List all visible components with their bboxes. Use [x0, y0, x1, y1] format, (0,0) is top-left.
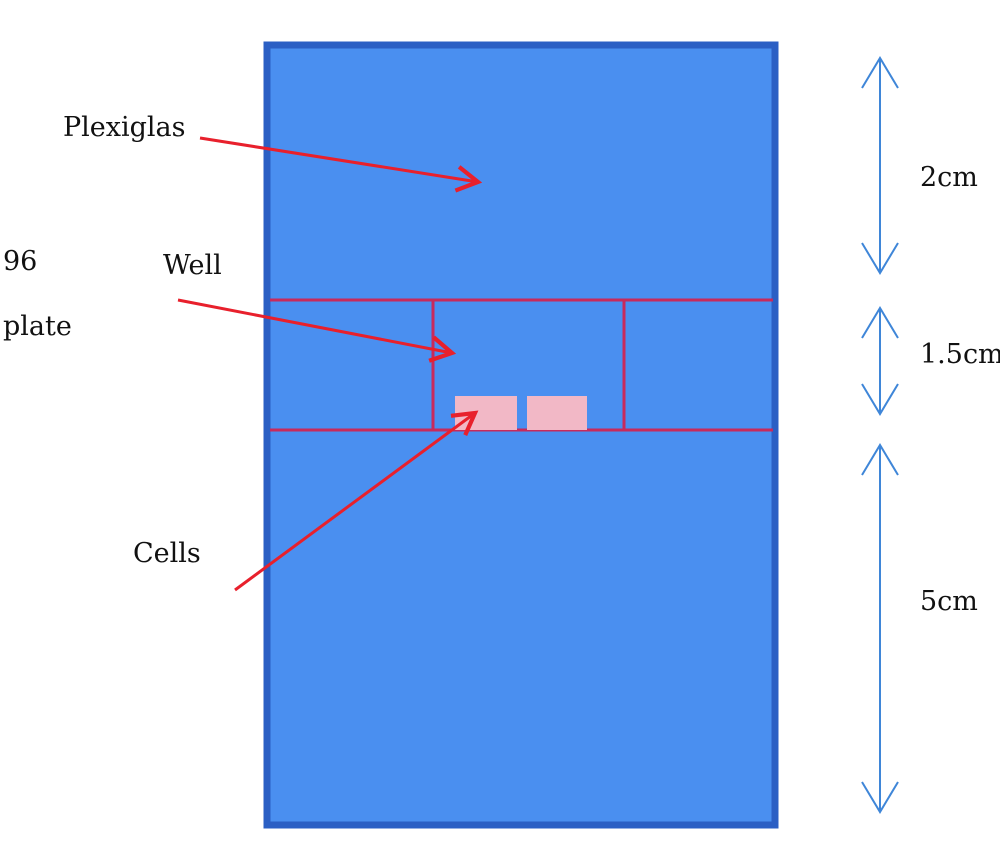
cell-block-right: [527, 396, 587, 430]
dimension-label-middle: 1.5cm: [920, 339, 1000, 370]
plexiglas-label: Plexiglas: [63, 112, 186, 143]
cells-pointer-arrow: [234, 410, 479, 592]
well-pointer-arrow: [177, 298, 457, 363]
plexiglas-pointer-arrow: [199, 136, 483, 193]
dimension-label-bottom: 5cm: [920, 586, 978, 617]
dimension-arrow-top: [861, 56, 899, 275]
cells-label: Cells: [133, 538, 201, 569]
dimension-label-top: 2cm: [920, 162, 978, 193]
dimension-arrow-bottom: [861, 443, 899, 814]
well-label: Well: [163, 250, 222, 281]
dimension-arrow-middle: [861, 306, 899, 416]
plexiglas-block: [263, 41, 779, 829]
plate-label-line1: 96: [3, 246, 37, 277]
cell-block-left: [455, 396, 517, 430]
plate-label-line2: plate: [3, 311, 72, 342]
